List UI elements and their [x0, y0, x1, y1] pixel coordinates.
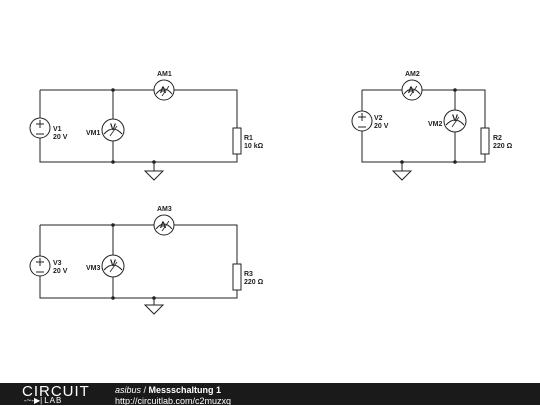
junction-dot: [111, 160, 115, 164]
meter-symbol: A: [160, 85, 167, 95]
wire: [39, 89, 238, 163]
circuit-3: V3 20 V V VM3 A AM3 R3 220 Ω: [29, 206, 264, 315]
resistor-value: 220 Ω: [493, 143, 513, 150]
voltmeter-vm3[interactable]: V: [101, 254, 125, 278]
resistor-name: R2: [493, 135, 502, 142]
meter-symbol: A: [408, 85, 415, 95]
junction-dot: [111, 296, 115, 300]
ammeter-am1[interactable]: A: [153, 79, 175, 101]
source-value: 20 V: [53, 134, 68, 141]
circuit-1: V1 20 V V VM1 A AM1 R1 10 kΩ: [29, 71, 264, 181]
source-name: V1: [53, 126, 62, 133]
voltmeter-name: VM3: [86, 265, 101, 272]
circuit-name: Messschaltung 1: [148, 385, 222, 395]
ammeter-name: AM1: [157, 71, 172, 78]
junction-dot: [111, 88, 115, 92]
voltmeter-name: VM2: [428, 121, 443, 128]
resistor-r3[interactable]: [232, 263, 242, 291]
circuit-url[interactable]: http://circuitlab.com/c2muzxq: [115, 396, 232, 406]
footer-bar: [0, 383, 540, 405]
voltage-source-v1[interactable]: [29, 117, 51, 139]
circuit-2: V2 20 V V VM2 A AM2 R2 220 Ω: [351, 71, 513, 181]
ammeter-name: AM3: [157, 206, 172, 213]
ammeter-am2[interactable]: A: [401, 79, 423, 101]
meter-symbol: V: [110, 258, 116, 268]
resistor-diode-icon: -~-▶|: [24, 396, 43, 405]
resistor-name: R3: [244, 271, 253, 278]
circuit-title: asibus / Messschaltung 1: [115, 385, 221, 395]
voltmeter-vm1[interactable]: V: [101, 118, 125, 142]
resistor-value: 220 Ω: [244, 279, 264, 286]
circuitlab-logo-sub[interactable]: -~-▶|LAB: [24, 397, 62, 405]
source-name: V2: [374, 115, 383, 122]
voltmeter-vm2[interactable]: V: [443, 109, 467, 133]
voltage-source-v3[interactable]: [29, 255, 51, 277]
voltmeter-name: VM1: [86, 130, 101, 137]
title-separator: /: [141, 385, 149, 395]
source-value: 20 V: [53, 268, 68, 275]
voltage-source-v2[interactable]: [351, 110, 373, 132]
meter-symbol: V: [110, 122, 116, 132]
ground-symbol: [391, 162, 413, 181]
ground-symbol: [143, 298, 165, 315]
resistor-value: 10 kΩ: [244, 143, 264, 150]
resistor-r2[interactable]: [480, 127, 490, 155]
junction-dot: [111, 223, 115, 227]
schematic-canvas: V1 20 V V VM1 A AM1 R1 10 kΩ: [29, 71, 513, 315]
wire: [361, 89, 486, 163]
ground-symbol: [143, 162, 165, 181]
logo-lab-text: LAB: [44, 396, 63, 405]
meter-symbol: A: [160, 220, 167, 230]
junction-dot: [453, 88, 457, 92]
ammeter-name: AM2: [405, 71, 420, 78]
source-value: 20 V: [374, 123, 389, 130]
ammeter-am3[interactable]: A: [153, 214, 175, 236]
author-link[interactable]: asibus: [115, 385, 142, 395]
circuitlab-logo[interactable]: CIRCUIT: [22, 383, 90, 400]
source-name: V3: [53, 260, 62, 267]
junction-dot: [453, 160, 457, 164]
meter-symbol: V: [452, 113, 458, 123]
resistor-name: R1: [244, 135, 253, 142]
wire: [39, 224, 238, 299]
resistor-r1[interactable]: [232, 127, 242, 155]
